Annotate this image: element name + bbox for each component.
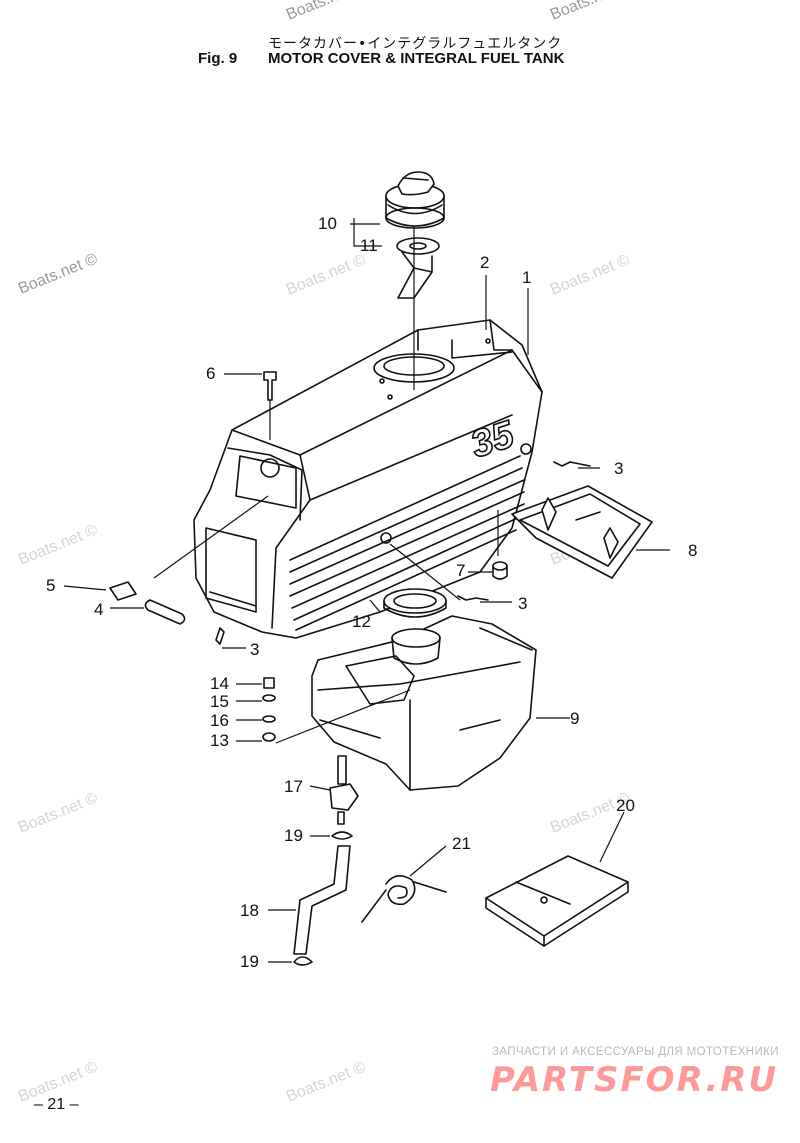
screw (263, 371, 277, 401)
callout-7: 7 (456, 561, 466, 580)
figure-label: Fig. 9 (198, 50, 238, 67)
plate (109, 581, 137, 601)
callout-12: 12 (352, 612, 371, 631)
hose-clip (293, 956, 313, 966)
callout-14: 14 (210, 674, 229, 693)
pad (485, 855, 629, 947)
callout-5: 5 (46, 576, 56, 595)
bracket (144, 599, 186, 625)
spring (361, 875, 447, 923)
callout-6: 6 (206, 364, 216, 383)
callout-19: 19 (240, 952, 259, 971)
callout-18: 18 (240, 901, 259, 920)
jp-title: モータカバー•インテグラルフュエルタンク (268, 36, 563, 52)
hose-clip (331, 831, 353, 840)
callout-9: 9 (570, 709, 580, 728)
callout-21: 21 (452, 834, 471, 853)
page-number: – 21 – (34, 1096, 79, 1113)
fuel-hose (293, 845, 351, 955)
screw (553, 461, 591, 467)
callout-2: 2 (480, 253, 490, 272)
sealing-ring (383, 588, 447, 618)
callout-3: 3 (518, 594, 528, 613)
callout-11: 11 (360, 236, 378, 255)
callout-20: 20 (616, 796, 635, 815)
callout-3: 3 (614, 459, 624, 478)
callout-15: 15 (210, 692, 229, 711)
fuel-cock (329, 755, 359, 825)
callout-3: 3 (250, 640, 260, 659)
shop-tagline: ЗАПЧАСТИ И АКСЕССУАРЫ ДЛЯ МОТОТЕХНИКИ (492, 1046, 779, 1058)
fuel-tank (311, 615, 537, 791)
side-tray (511, 485, 653, 579)
callout-13: 13 (210, 731, 229, 750)
cap-gasket (396, 237, 440, 299)
callout-8: 8 (688, 541, 698, 560)
hardware-stack (262, 677, 276, 742)
screw (215, 627, 225, 645)
callout-1: 1 (522, 268, 532, 287)
shop-logo: PARTSFOR.RU (490, 1060, 779, 1100)
callout-10: 10 (318, 214, 337, 233)
callout-17: 17 (284, 777, 303, 796)
callout-4: 4 (94, 600, 104, 619)
callout-19: 19 (284, 826, 303, 845)
figure-title: MOTOR COVER & INTEGRAL FUEL TANK (268, 50, 565, 67)
grommet (492, 561, 508, 580)
motor-cover (193, 319, 543, 639)
fuel-cap (385, 171, 445, 229)
callout-16: 16 (210, 711, 229, 730)
screw (457, 595, 489, 601)
